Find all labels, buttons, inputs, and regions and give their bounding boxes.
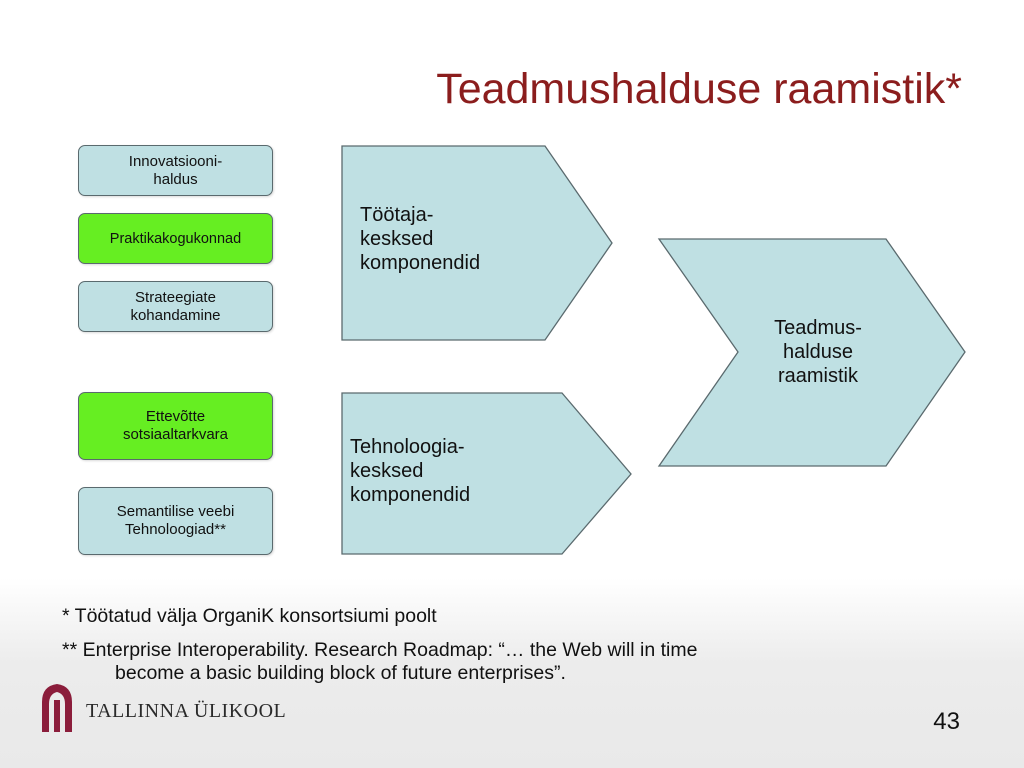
slide-title: Teadmushalduse raamistik* — [436, 65, 962, 113]
box-label: Strateegiate kohandamine — [130, 288, 221, 324]
arrow-technology-centric — [341, 392, 632, 555]
footnote-1: * Töötatud välja OrganiK konsortsiumi po… — [62, 605, 437, 627]
box-label: Semantilise veebi Tehnoloogiad** — [116, 503, 235, 538]
tallinn-university-logo-icon — [42, 684, 72, 732]
box-label: Praktikakogukonnad — [109, 230, 242, 247]
footnote-2-line-2: become a basic building block of future … — [115, 662, 566, 684]
box-enterprise-social-software: Ettevõtte sotsiaaltarkvara — [78, 392, 273, 460]
box-innovation-management: Innovatsiooni- haldus — [78, 145, 273, 196]
box-communities-of-practice: Praktikakogukonnad — [78, 213, 273, 264]
box-semantic-web-technologies: Semantilise veebi Tehnoloogiad** — [78, 487, 273, 555]
chevron-km-framework — [657, 238, 966, 467]
arrow-label-technology-centric: Tehnoloogia- kesksed komponendid — [350, 436, 471, 506]
arrow-employee-centric — [341, 145, 613, 341]
box-strategy-adaptation: Strateegiate kohandamine — [78, 281, 273, 332]
background-band — [0, 578, 1024, 768]
footnote-2-line-1: ** Enterprise Interoperability. Research… — [62, 639, 698, 661]
box-label: Innovatsiooni- haldus — [128, 152, 223, 188]
chevron-label-km-framework: Teadmus- halduse raamistik — [774, 317, 862, 387]
page-number: 43 — [933, 708, 960, 735]
box-label: Ettevõtte sotsiaaltarkvara — [122, 408, 229, 443]
footnote-2: ** Enterprise Interoperability. Research… — [62, 639, 942, 685]
logo-wordmark: TALLINNA ÜLIKOOL — [86, 700, 287, 722]
arrow-label-employee-centric: Töötaja- kesksed komponendid — [360, 204, 481, 274]
